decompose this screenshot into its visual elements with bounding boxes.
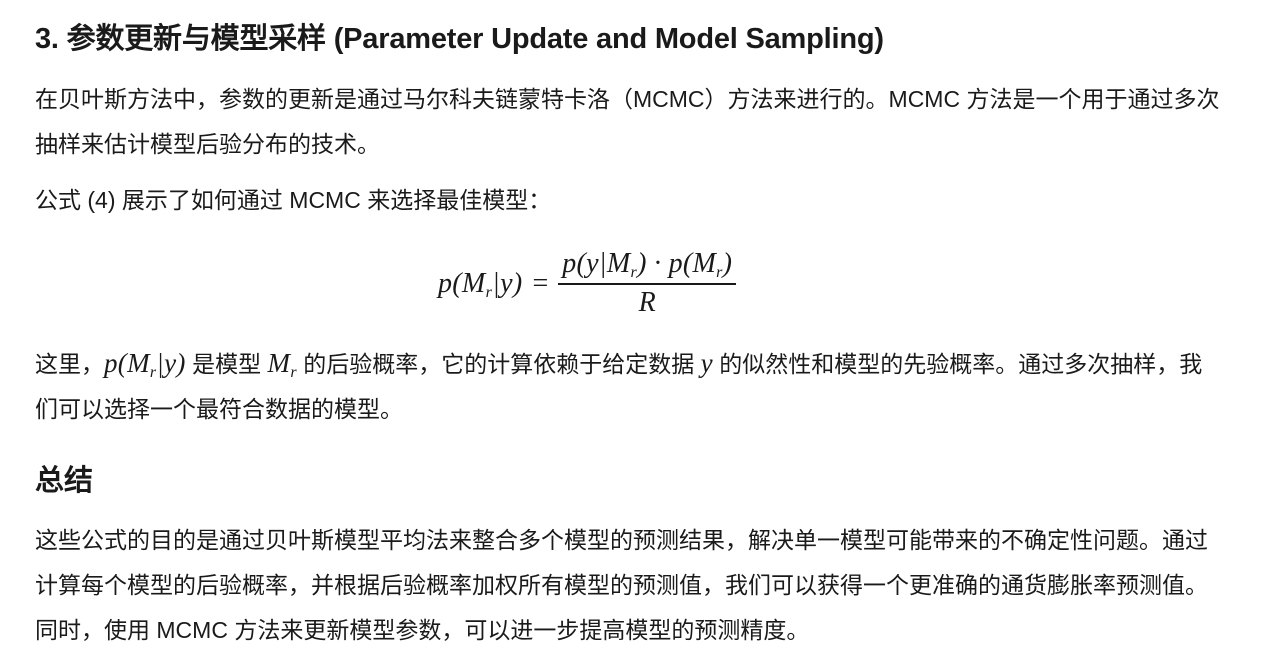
- section-heading: 3. 参数更新与模型采样 (Parameter Update and Model…: [35, 23, 884, 55]
- p3-text-c: 的后验概率，它的计算依赖于给定数据: [296, 351, 701, 377]
- inline-model: Mr: [267, 348, 297, 381]
- p3-text-d: 的似然性和模型的先验概率。通过多次抽样，我们可以选择一个最符合数据的模型。: [35, 351, 1203, 422]
- inline-posterior-subscript: r: [149, 364, 157, 381]
- inline-model-symbol: M: [267, 348, 291, 378]
- p3-text-a: 这里，: [35, 351, 104, 377]
- formula-lhs-subscript: r: [485, 284, 493, 301]
- paragraph-formula-intro: 公式 (4) 展示了如何通过 MCMC 来选择最佳模型：: [35, 187, 552, 213]
- formula-numerator-subscript-1: r: [630, 264, 638, 282]
- formula-denominator: R: [638, 286, 656, 318]
- formula-numerator-subscript-2: r: [716, 264, 723, 282]
- paragraph-mcmc-intro: 在贝叶斯方法中，参数的更新是通过马尔科夫链蒙特卡洛（MCMC）方法来进行的。MC…: [35, 86, 1220, 157]
- paragraph-summary: 这些公式的目的是通过贝叶斯模型平均法来整合多个模型的预测结果，解决单一模型可能带…: [35, 527, 1208, 643]
- formula-4: p(Mr|y) = p(y|Mr) · p(Mr) R: [35, 244, 1235, 324]
- formula-lhs-tail: |y): [492, 268, 523, 299]
- inline-posterior: p(Mr|y): [104, 348, 186, 381]
- formula-lhs: p(Mr|y): [438, 268, 523, 301]
- paragraph-posterior-explanation: 这里，p(Mr|y) 是模型 Mr 的后验概率，它的计算依赖于给定数据 y 的似…: [35, 341, 1225, 432]
- summary-heading: 总结: [35, 465, 94, 497]
- formula-equals-sign: =: [532, 268, 549, 299]
- formula-numerator-part-a: p(y|M: [562, 248, 631, 280]
- inline-model-subscript: r: [290, 364, 297, 381]
- inline-data: y: [700, 348, 713, 378]
- formula-numerator-part-b: ) · p(M: [637, 248, 717, 280]
- formula-lhs-head: p(M: [438, 268, 486, 299]
- inline-posterior-tail: |y): [156, 348, 186, 378]
- formula-numerator-part-c: ): [722, 248, 733, 280]
- p3-text-b: 是模型: [185, 351, 268, 377]
- formula-numerator: p(y|Mr) · p(Mr): [558, 249, 736, 283]
- fraction-bar: [558, 283, 737, 285]
- formula-content: p(Mr|y) = p(y|Mr) · p(Mr) R: [438, 244, 737, 324]
- inline-posterior-head: p(M: [104, 348, 150, 378]
- formula-fraction: p(y|Mr) · p(Mr) R: [558, 249, 737, 318]
